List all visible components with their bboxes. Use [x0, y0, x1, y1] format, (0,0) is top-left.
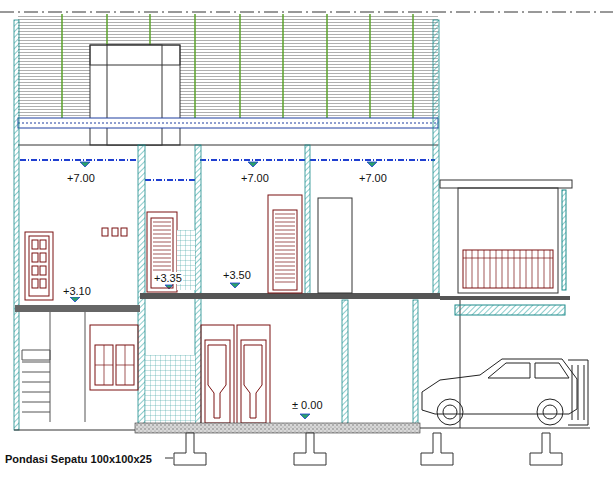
level-mark: +7.00: [66, 172, 96, 184]
foundation-note: Pondasi Sepatu 100x100x25: [4, 453, 153, 465]
level-mark: +3.50: [222, 269, 252, 281]
level-mark: +7.00: [240, 172, 270, 184]
level-mark: +3.35: [153, 272, 183, 284]
level-mark: +3.10: [62, 285, 92, 297]
level-mark: ± 0.00: [291, 399, 324, 411]
level-mark: +7.00: [358, 172, 388, 184]
